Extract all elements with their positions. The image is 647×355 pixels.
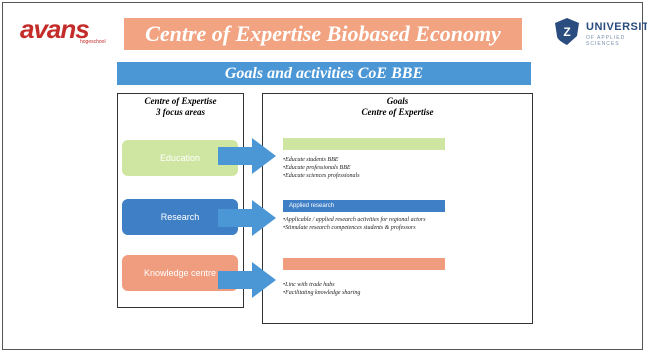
avans-logo: avans xyxy=(20,14,90,44)
goal-list-knowledge-centre: Linc with trade hubs Facilitating knowle… xyxy=(283,281,360,297)
list-item: Educate sciences professionals xyxy=(283,172,359,180)
goals-heading-line2: Centre of Expertise xyxy=(361,107,434,117)
goals-heading-line1: Goals xyxy=(386,96,409,106)
list-item: Linc with trade hubs xyxy=(283,281,360,289)
goal-list-research: Applicable / applied research activities… xyxy=(283,216,493,232)
list-item: Educate students BBE xyxy=(283,156,360,164)
slide-title: Centre of Expertise Biobased Economy xyxy=(124,18,522,50)
goals-heading: Goals Centre of Expertise xyxy=(262,96,533,118)
goal-bar-knowledge-centre xyxy=(283,258,445,270)
focus-areas-heading-line2: 3 focus areas xyxy=(156,107,205,117)
list-item: Educate professionals BBE xyxy=(283,164,360,172)
goal-list-education: Educate students BBE Educate professiona… xyxy=(283,156,360,180)
focus-areas-heading: Centre of Expertise 3 focus areas xyxy=(117,96,244,118)
list-item: Facilitating knowledge sharing xyxy=(283,289,360,297)
university-logo-mark: Z xyxy=(563,25,570,39)
slide-subtitle: Goals and activities CoE BBE xyxy=(117,62,531,85)
goal-bar-research: Applied research xyxy=(283,200,445,212)
focus-areas-panel xyxy=(117,93,244,308)
university-logo-subtitle: OF APPLIED SCIENCES xyxy=(586,35,626,47)
university-logo-icon: Z xyxy=(555,18,579,45)
list-item: Stimulate research competences students … xyxy=(283,224,493,232)
arrow-right-icon xyxy=(218,200,276,236)
goal-bar-education xyxy=(283,138,445,150)
arrow-right-icon xyxy=(218,138,276,174)
university-logo-title: UNIVERSITY xyxy=(586,21,647,33)
focus-areas-heading-line1: Centre of Expertise xyxy=(144,96,217,106)
arrow-right-icon xyxy=(218,262,276,298)
list-item: Applicable / applied research activities… xyxy=(283,216,493,224)
avans-logo-subtitle: hogeschool xyxy=(80,39,106,45)
